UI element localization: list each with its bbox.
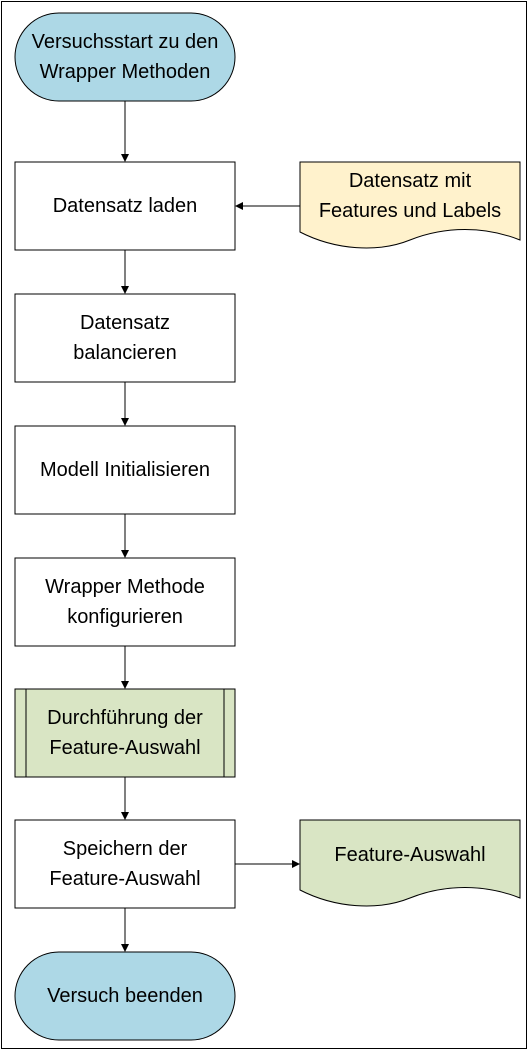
save-selection-label: Speichern der Feature-Auswahl xyxy=(49,838,201,890)
input-document-label: Datensatz mit Features und Labels xyxy=(318,170,502,222)
load-dataset-label: Datensatz laden xyxy=(52,195,198,217)
init-model-label: Modell Initialisieren xyxy=(39,459,211,481)
run-selection-label: Durchführung der Feature-Auswahl xyxy=(47,707,203,759)
output-document-label: Feature-Auswahl xyxy=(334,844,486,866)
save-selection-shape xyxy=(14,819,236,909)
balance-dataset-label: Datensatz balancieren xyxy=(73,312,177,364)
end-terminal-shape xyxy=(14,951,236,1041)
start-terminal-label: Versuchsstart zu den Wrapper Methoden xyxy=(31,31,219,83)
connectors xyxy=(121,101,300,952)
load-dataset-shape xyxy=(14,161,236,251)
init-model-shape xyxy=(14,425,236,515)
end-terminal-label: Versuch beenden xyxy=(47,985,203,1007)
configure-wrapper-label: Wrapper Methode konfigurieren xyxy=(45,576,205,628)
output-document-shape xyxy=(299,819,521,907)
balance-dataset-shape xyxy=(14,293,236,383)
input-document-shape xyxy=(299,161,521,249)
